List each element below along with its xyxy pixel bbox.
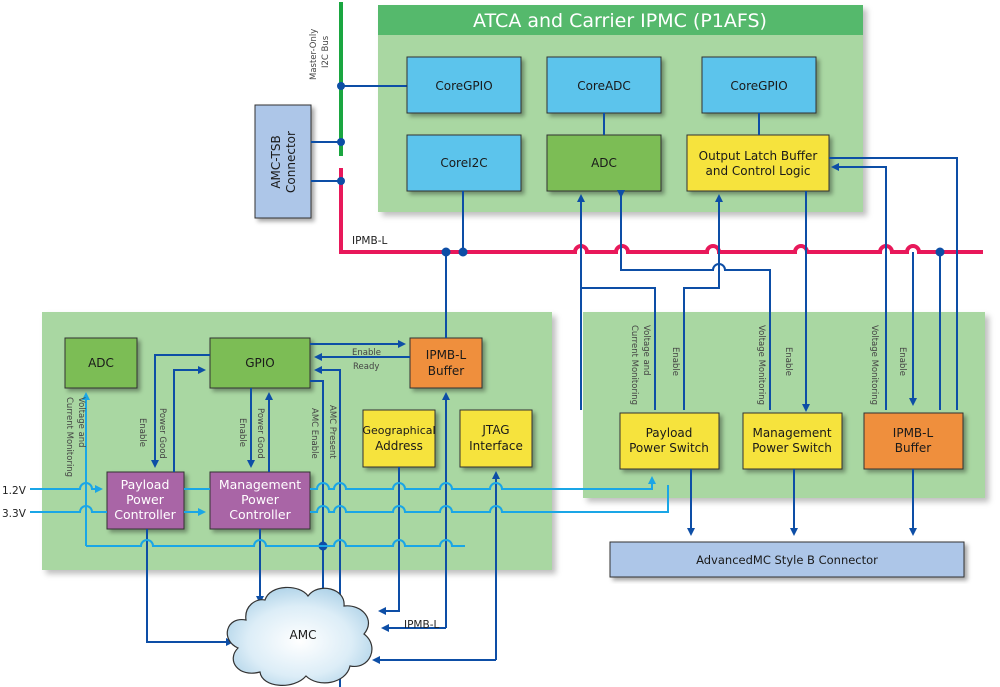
svg-text:Power: Power [126,492,165,507]
svg-text:Controller: Controller [229,507,291,522]
gpio-block: GPIO [209,337,311,389]
i2c-bus-label-line1: Master-Only [309,29,319,80]
jtag-interface-block: JTAG Interface [459,409,533,468]
svg-text:ADC: ADC [591,156,617,170]
buffer-enable-label: Enable [352,348,381,358]
payload-power-switch-block: Payload Power Switch [619,412,720,470]
svg-text:Payload: Payload [646,426,693,440]
ipmc-title: ATCA and Carrier IPMC (P1AFS) [473,10,767,32]
svg-text:Geographical: Geographical [362,424,435,437]
buffer-enable-label-right: Enable [897,347,907,376]
ipmc-adc-block: ADC [546,134,662,192]
management-power-controller-block: Management Power Controller [209,471,311,530]
module-ipmb-buffer-block: IPMB-L Buffer [409,337,483,389]
amc-tsb-label-line1: AMC-TSB [269,135,283,188]
amc-tsb-connector: AMC-TSB Connector [254,104,312,219]
pps-enable-label: Enable [670,347,680,376]
junction-dot [441,247,451,257]
buffer-voltage-monitoring-label: Voltage Monitoring [869,325,879,405]
svg-text:GPIO: GPIO [245,356,275,370]
mpc-enable-label: Enable [237,418,247,447]
svg-text:CoreI2C: CoreI2C [440,156,487,170]
ipmc-title-bar [378,5,863,35]
svg-text:Controller: Controller [114,507,176,522]
module-vcm-label-line2: Current Monitoring [64,397,74,477]
svg-text:Payload: Payload [121,477,170,492]
geographical-address-block: Geographical Address [362,409,436,468]
amc-present-label: AMC Present [327,405,337,459]
buffer-ready-label: Ready [353,362,379,372]
svg-text:Power: Power [241,492,280,507]
module-signal-lines [146,252,500,687]
junction-dot [935,247,945,257]
output-latch-block: Output Latch Buffer and Control Logic [686,134,830,192]
pps-vcm-label-line2: Current Monitoring [629,325,639,405]
junction-dot [337,82,345,90]
amc-tsb-label-line2: Connector [284,131,298,193]
svg-text:ADC: ADC [88,356,114,370]
i2c-bus-label-line2: I2C Bus [321,35,331,68]
svg-text:AMC: AMC [290,628,317,642]
power-lines [30,392,669,547]
coreadc-block: CoreADC [546,56,662,114]
amc-ipmb-l-label: IPMB-L [404,619,439,631]
advancedmc-connector: AdvancedMC Style B Connector [609,541,965,578]
ipmc-signal-lines [577,157,958,412]
junction-dot [458,247,468,257]
module-vcm-label-line1: Voltage and [76,397,86,448]
svg-text:AdvancedMC Style B Connector: AdvancedMC Style B Connector [696,553,878,567]
input-1v2-label: 1.2V [2,485,27,497]
svg-text:Buffer: Buffer [895,441,931,455]
svg-text:Output Latch Buffer: Output Latch Buffer [699,149,818,163]
coregpio-block-1: CoreGPIO [406,56,522,114]
payload-power-controller-block: Payload Power Controller [106,471,185,530]
ipmb-l-bus-label: IPMB-L [352,235,387,247]
pps-vcm-label-line1: Voltage and [641,325,651,376]
amc-cloud: AMC [226,586,373,686]
module-adc-block: ADC [64,337,138,389]
i2c-bus-label: Master-Only I2C Bus [309,29,331,80]
svg-text:CoreGPIO: CoreGPIO [435,79,492,93]
svg-text:CoreADC: CoreADC [577,79,631,93]
junction-dot [337,138,345,146]
svg-text:IPMB-L: IPMB-L [893,426,934,440]
svg-text:Power Switch: Power Switch [752,441,832,455]
mpc-power-good-label: Power Good [255,408,265,459]
svg-text:Management: Management [219,477,301,492]
amc-enable-label: AMC Enable [309,408,319,459]
mps-voltage-monitoring-label: Voltage Monitoring [756,325,766,405]
corei2c-block: CoreI2C [406,134,522,192]
svg-text:CoreGPIO: CoreGPIO [730,79,787,93]
svg-text:Address: Address [375,439,423,453]
svg-text:IPMB-L: IPMB-L [426,348,467,362]
mps-enable-label: Enable [783,347,793,376]
svg-text:Buffer: Buffer [428,364,464,378]
coregpio-block-2: CoreGPIO [701,56,817,114]
ppc-enable-label: Enable [137,418,147,447]
svg-text:Management: Management [752,426,831,440]
svg-text:JTAG: JTAG [481,423,509,437]
svg-text:and Control Logic: and Control Logic [706,164,811,178]
junction-dot [337,177,345,185]
svg-text:Interface: Interface [469,439,523,453]
input-3v3-label: 3.3V [2,508,27,520]
ppc-power-good-label: Power Good [157,408,167,459]
switch-ipmb-buffer-block: IPMB-L Buffer [863,412,964,470]
svg-text:Power Switch: Power Switch [629,441,709,455]
connector-lines [687,469,917,536]
management-power-switch-block: Management Power Switch [742,412,843,470]
